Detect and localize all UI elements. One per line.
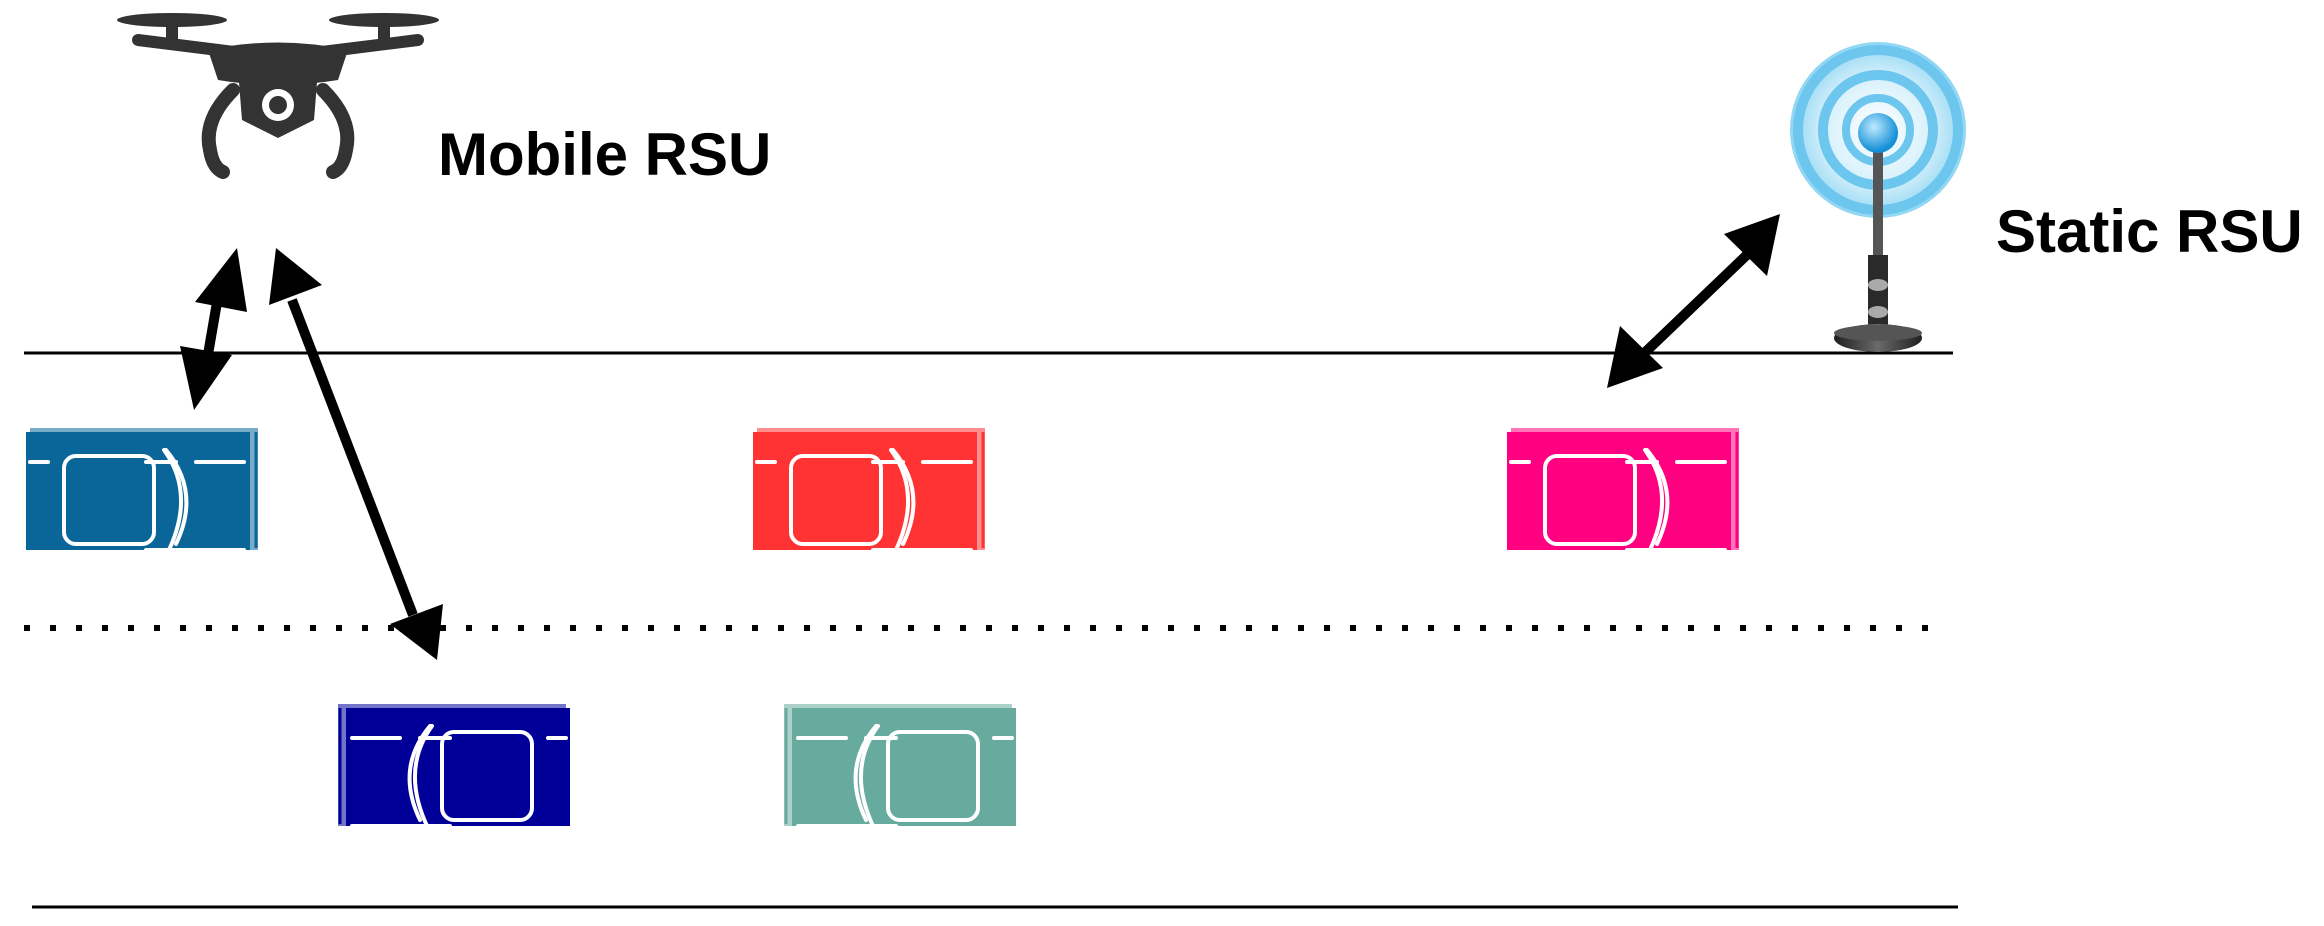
- link-arrow-drone-car1: [180, 248, 247, 410]
- static-rsu-label: Static RSU: [1996, 198, 2303, 265]
- vehicle-car-2: [753, 428, 985, 554]
- drone-icon: [117, 13, 439, 179]
- vehicle-car-1: [26, 428, 258, 554]
- vehicles: [26, 428, 1739, 830]
- link-arrow-drone-car4: [269, 248, 443, 660]
- antenna-tower-icon: [1790, 42, 1966, 352]
- link-arrow-antenna-car3: [1607, 214, 1780, 388]
- mobile-rsu-label: Mobile RSU: [438, 121, 772, 188]
- vehicle-car-4: [338, 704, 570, 830]
- vehicle-car-5: [784, 704, 1016, 830]
- vehicle-car-3: [1507, 428, 1739, 554]
